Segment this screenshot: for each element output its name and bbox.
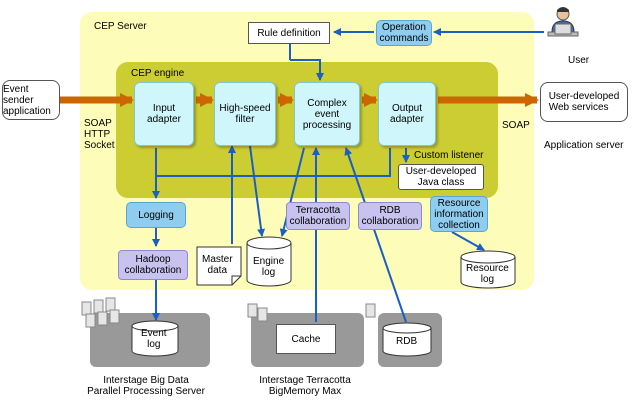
engine-log-storage: Engine log bbox=[246, 236, 292, 288]
terracotta-bigmemory-label: Interstage Terracotta BigMemory Max bbox=[259, 375, 351, 397]
hadoop-collaboration: Hadoop collaboration bbox=[118, 250, 188, 280]
big-data-server-label: Interstage Big Data Parallel Processing … bbox=[87, 375, 205, 397]
logging: Logging bbox=[126, 202, 186, 228]
application-server-label: Application server bbox=[544, 140, 624, 151]
master-data-document: Master data bbox=[196, 246, 242, 286]
high-speed-filter: High-speed filter bbox=[214, 82, 276, 146]
rule-definition: Rule definition bbox=[248, 22, 330, 44]
cep-engine-title: CEP engine bbox=[131, 68, 185, 79]
cache-box: Cache bbox=[276, 324, 336, 354]
resource-log-storage: Resource log bbox=[460, 250, 516, 290]
rdb-storage: RDB bbox=[382, 322, 432, 358]
input-adapter: Input adapter bbox=[134, 82, 194, 146]
operation-commands: Operation commands bbox=[376, 20, 432, 46]
user-label: User bbox=[568, 55, 590, 66]
event-log-storage: Event log bbox=[131, 320, 179, 358]
server-rack-icon bbox=[78, 296, 130, 336]
server-rack-icon bbox=[362, 300, 386, 326]
resource-information-collection: Resource information collection bbox=[430, 196, 488, 232]
cep-server-title: CEP Server bbox=[94, 21, 147, 32]
output-protocol: SOAP bbox=[502, 120, 530, 131]
event-sender-label: Event sender application bbox=[3, 83, 51, 117]
server-rack-icon bbox=[244, 300, 274, 330]
user-developed-java-class: User-developed Java class bbox=[398, 164, 484, 190]
input-protocols: SOAP HTTP Socket bbox=[84, 118, 115, 151]
user-developed-web-services: User-developed Web services bbox=[540, 82, 628, 122]
user-icon bbox=[546, 6, 580, 48]
custom-listener-label: Custom listener bbox=[414, 150, 484, 161]
event-sender-application: Event sender application bbox=[2, 80, 60, 120]
output-adapter: Output adapter bbox=[378, 82, 436, 146]
terracotta-collaboration: Terracotta collaboration bbox=[286, 202, 350, 230]
complex-event-processing: Complex event processing bbox=[294, 82, 360, 146]
rdb-collaboration: RDB collaboration bbox=[358, 202, 422, 230]
